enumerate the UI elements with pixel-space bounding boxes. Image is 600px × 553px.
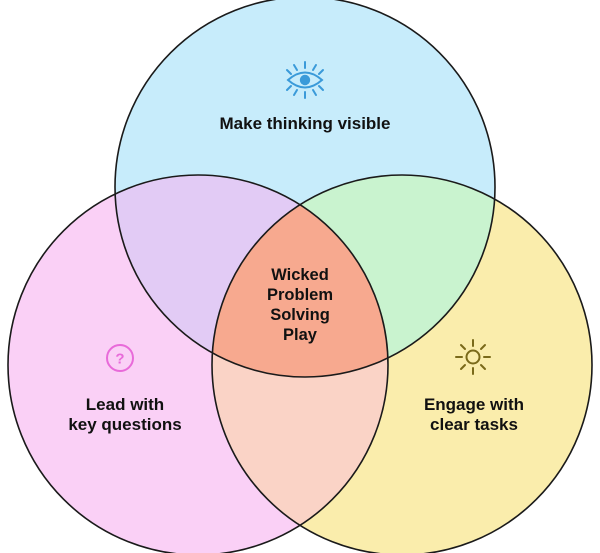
question-icon: ? bbox=[106, 344, 134, 372]
label-engage-with-clear-tasks: Engage with clear tasks bbox=[384, 395, 564, 436]
label-center-line-3: Solving bbox=[270, 306, 330, 325]
circle-right-outline bbox=[211, 174, 593, 553]
label-wicked-problem-solving-play: Wicked Problem Solving Play bbox=[240, 265, 360, 346]
label-left-line-2: key questions bbox=[68, 415, 182, 435]
overlap-center bbox=[212, 175, 388, 377]
label-center-line-4: Play bbox=[283, 326, 317, 345]
label-center-line-2: Problem bbox=[266, 286, 334, 305]
circle-left-outline bbox=[7, 174, 389, 553]
label-center-line-1: Wicked bbox=[271, 266, 329, 284]
label-top-line-1: Make thinking visible bbox=[219, 114, 391, 133]
label-right-line-1: Engage with bbox=[423, 395, 525, 414]
circle-top-outline bbox=[114, 0, 496, 378]
label-lead-with-key-questions: Lead with key questions bbox=[40, 395, 210, 436]
label-right-line-2: clear tasks bbox=[430, 415, 518, 435]
sun-icon bbox=[455, 339, 491, 375]
label-make-thinking-visible: Make thinking visible bbox=[180, 114, 430, 134]
label-left-line-1: Lead with bbox=[85, 395, 165, 414]
eye-icon bbox=[286, 61, 324, 99]
question-icon-glyph: ? bbox=[115, 351, 124, 368]
